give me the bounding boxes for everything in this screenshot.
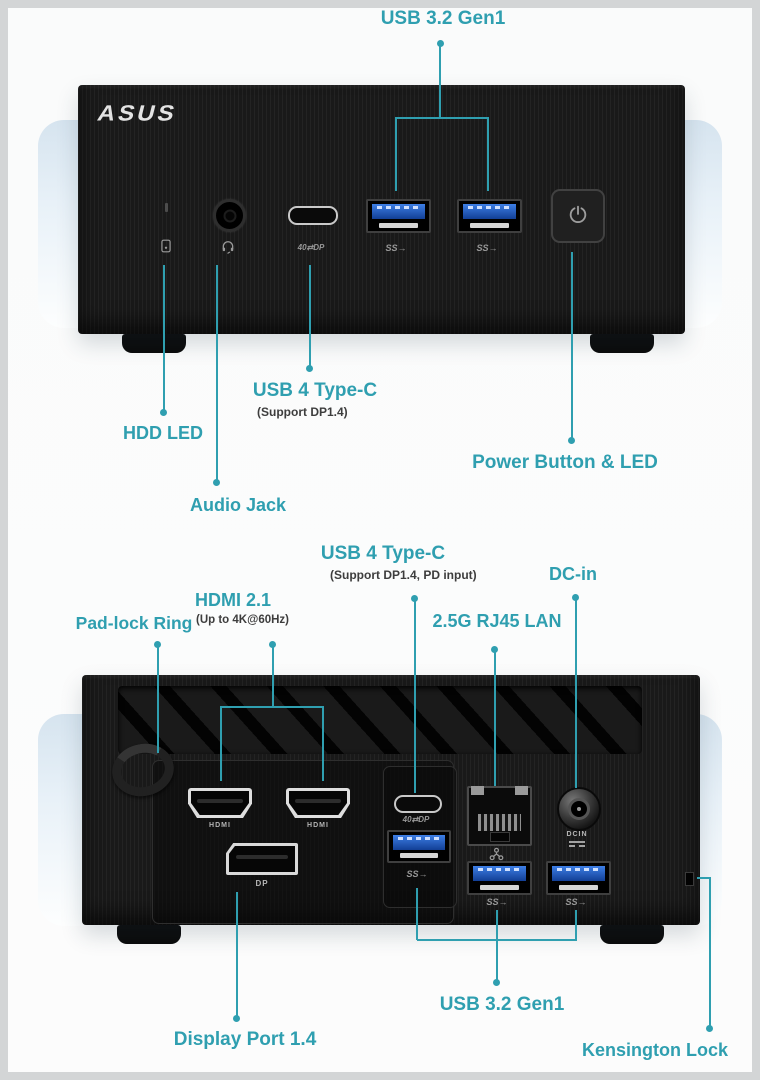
- power-label: Power Button & LED: [472, 452, 658, 473]
- front-usb32-dot: [437, 40, 444, 47]
- hdmi-dot: [269, 641, 276, 648]
- rear-usb32-label: USB 3.2 Gen1: [439, 994, 565, 1015]
- front-foot-right: [590, 334, 654, 353]
- hdmi-bracket: [220, 706, 324, 781]
- padlock-dot: [154, 641, 161, 648]
- front-ss-caption-2: SS→: [476, 243, 498, 253]
- front-usbc-caption: 40⇄DP: [297, 243, 325, 252]
- displayport-port: [226, 843, 298, 875]
- headset-icon: [221, 240, 235, 259]
- hdmi-port-1-label: HDMI: [209, 822, 231, 829]
- rear-usb32-port-2: [467, 861, 532, 895]
- audio-jack-port: [213, 199, 246, 232]
- front-usb4-typec-port: [288, 206, 338, 225]
- rj45-lan-port: [467, 786, 532, 846]
- audio-jack-dot: [213, 479, 220, 486]
- front-usb4-subtitle: (Support DP1.4): [257, 405, 348, 419]
- rear-usb4-subtitle: (Support DP1.4, PD input): [330, 568, 477, 582]
- rear-usb32-port-1: [387, 830, 451, 863]
- rear-usbc-caption: 40⇄DP: [402, 815, 430, 824]
- padlock-line: [157, 647, 159, 753]
- hdmi-port-1: [188, 788, 252, 818]
- front-usb32-port-2: [457, 199, 522, 233]
- rear-usb32-port-3: [546, 861, 611, 895]
- usb32-dot: [493, 979, 500, 986]
- lan-dot: [491, 646, 498, 653]
- dcin-port-label: DCIN: [566, 831, 588, 838]
- front-usb32-bracket: [395, 117, 489, 191]
- rear-usb4-dot: [411, 595, 418, 602]
- dcin-label: DC-in: [549, 564, 597, 584]
- hdd-led: [165, 203, 168, 212]
- kensington-label: Kensington Lock: [581, 1040, 729, 1060]
- kensington-hline: [697, 877, 711, 879]
- dp-line: [236, 892, 238, 1018]
- usb32-stem-left: [416, 888, 418, 940]
- audio-jack-label: Audio Jack: [189, 495, 287, 515]
- power-dot: [568, 437, 575, 444]
- kensington-dot: [706, 1025, 713, 1032]
- front-usb4-dot: [306, 365, 313, 372]
- hdmi-subtitle: (Up to 4K@60Hz): [196, 614, 289, 626]
- rear-foot-left: [117, 925, 181, 944]
- hdmi-title: HDMI 2.1: [194, 590, 272, 610]
- front-usb4-line: [309, 265, 311, 368]
- lan-line: [494, 652, 496, 786]
- hdmi-port-2-label: HDMI: [307, 822, 329, 829]
- kensington-lock-slot: [685, 872, 694, 886]
- front-usb32-stem: [439, 45, 441, 117]
- usb32-stem-right: [575, 910, 577, 940]
- rear-usb4-title: USB 4 Type-C: [320, 543, 446, 564]
- lan-network-icon: [489, 847, 504, 866]
- hdmi-port-2: [286, 788, 350, 818]
- lan-label: 2.5G RJ45 LAN: [432, 611, 562, 631]
- power-line: [571, 252, 573, 440]
- dc-in-port: [557, 787, 601, 831]
- rear-foot-right: [600, 925, 664, 944]
- rear-vent-grille: [118, 686, 642, 754]
- usb32-stem-mid: [496, 910, 498, 982]
- front-usb32-label: USB 3.2 Gen1: [380, 8, 506, 29]
- dcin-dot: [572, 594, 579, 601]
- dp-label: Display Port 1.4: [173, 1029, 317, 1050]
- hdd-led-dot: [160, 409, 167, 416]
- hdmi-stem: [272, 647, 274, 706]
- usb32-bracket: [417, 939, 577, 941]
- rear-usb4-typec-port: [394, 795, 442, 813]
- kensington-vline: [709, 877, 711, 1028]
- dp-dot: [233, 1015, 240, 1022]
- front-foot-left: [122, 334, 186, 353]
- rear-ss-caption-1: SS→: [406, 869, 428, 879]
- dcin-line: [575, 600, 577, 788]
- rear-usb4-line: [414, 601, 416, 793]
- asus-logo: ASUS: [95, 101, 180, 126]
- padlock-label: Pad-lock Ring: [75, 613, 193, 633]
- front-usb32-port-1: [366, 199, 431, 233]
- rear-ss-caption-2: SS→: [486, 897, 508, 907]
- power-button: [551, 189, 605, 243]
- front-ss-caption-1: SS→: [385, 243, 407, 253]
- dc-symbol-icon: [569, 841, 585, 847]
- hdd-icon: [160, 239, 172, 258]
- rear-ss-caption-3: SS→: [565, 897, 587, 907]
- audio-jack-line: [216, 265, 218, 482]
- dp-port-label: DP: [255, 879, 269, 888]
- hdd-led-label: HDD LED: [123, 423, 203, 443]
- front-usb4-title: USB 4 Type-C: [252, 380, 378, 401]
- power-icon: [567, 203, 589, 230]
- hdd-led-line: [163, 265, 165, 412]
